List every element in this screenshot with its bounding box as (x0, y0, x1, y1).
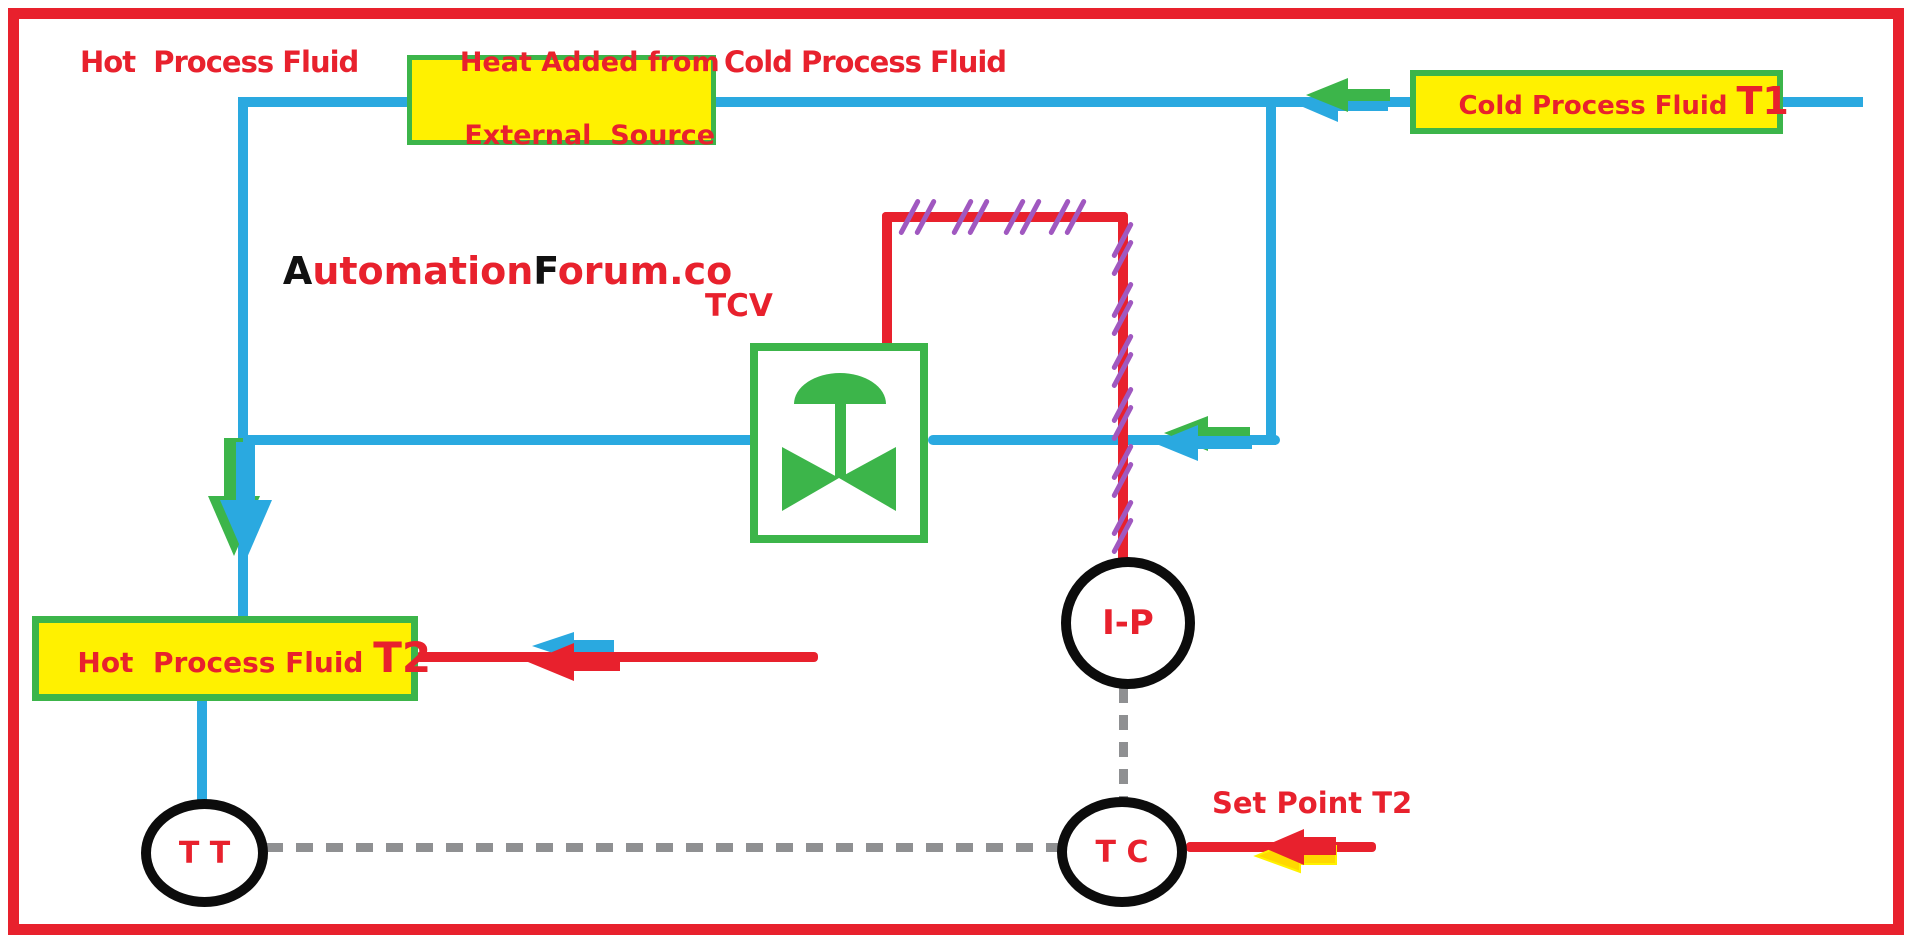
flow-arrow-top-left (1296, 78, 1390, 122)
temperature-controller: T C (1057, 797, 1187, 907)
pneumatic-line-valve-riser (882, 212, 892, 348)
diagram-border (8, 8, 1904, 935)
control-valve-icon (782, 373, 896, 511)
pipe-to-transmitter (197, 697, 207, 803)
setpoint-label: Set Point T2 (1212, 786, 1413, 820)
hot-fluid-t2-box: Hot Process Fluid T2 (32, 616, 431, 701)
hot-outlet-arrow (528, 632, 620, 681)
ip-converter: I-P (1061, 557, 1195, 689)
hot-t2-text: Hot Process Fluid (77, 646, 374, 680)
pipe-mid-left (238, 435, 750, 445)
watermark: AutomationForum.co (230, 205, 732, 337)
temperature-controller-label: T C (1095, 834, 1149, 870)
pneumatic-line-ip-riser (1118, 212, 1128, 562)
cold-process-fluid-label: Cold Process Fluid (724, 45, 1007, 79)
temperature-transmitter-label: T T (178, 835, 231, 871)
signal-tt-to-tc (266, 843, 1060, 852)
signal-tc-to-ip (1119, 688, 1128, 800)
watermark-f: F (533, 249, 558, 293)
t2-tag: T2 (373, 633, 432, 683)
cold-t1-text: Cold Process Fluid (1458, 91, 1737, 122)
heat-added-line1: Heat Added from (459, 47, 720, 79)
setpoint-arrow (1253, 829, 1337, 874)
heat-added-box: Heat Added from External Source (407, 47, 720, 151)
ip-converter-label: I-P (1102, 603, 1154, 643)
tcv-label: TCV (705, 288, 773, 324)
control-valve-box (750, 343, 928, 543)
pipe-right-vertical (1266, 97, 1276, 445)
cold-fluid-t1-box: Cold Process Fluid T1 (1410, 70, 1789, 134)
pipe-top-horizontal (238, 97, 1863, 107)
pipe-mid-right (928, 435, 1280, 445)
watermark-orum-co: orum.co (557, 249, 733, 293)
watermark-a: A (282, 249, 313, 293)
heat-added-line2: External Source (464, 120, 716, 152)
flow-arrow-mid (1154, 416, 1252, 461)
watermark-utomation: utomation (312, 249, 534, 293)
temperature-transmitter: T T (141, 799, 268, 907)
hot-process-fluid-label: Hot Process Fluid (80, 45, 359, 79)
flow-arrow-down (208, 438, 272, 560)
pipe-left-vertical (238, 97, 248, 622)
t1-tag: T1 (1736, 79, 1789, 124)
pneumatic-line-horizontal (882, 212, 1128, 222)
